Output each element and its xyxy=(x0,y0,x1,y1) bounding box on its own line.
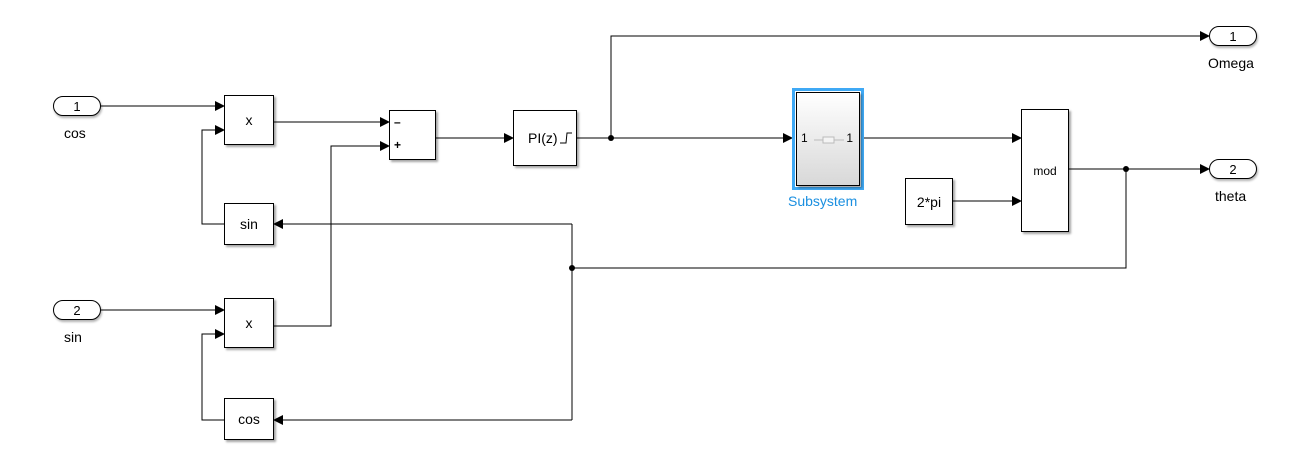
product-bottom-symbol: x xyxy=(245,315,253,331)
mod-label: mod xyxy=(1033,163,1057,178)
line-product-to-sum-plus xyxy=(274,141,390,327)
subsystem-selection-highlight xyxy=(792,88,864,190)
pi-controller-block[interactable]: PI(z) xyxy=(513,110,577,166)
subsystem-internal-icon xyxy=(814,136,844,144)
inport-1-number: 1 xyxy=(73,98,81,114)
inport-1-label: cos xyxy=(64,125,86,141)
sum-plus-sign: + xyxy=(394,138,402,152)
line-sinfn-to-product xyxy=(201,125,225,225)
product-top-symbol: x xyxy=(245,112,253,128)
branch-point-feedback xyxy=(569,265,575,271)
product-block-top[interactable]: x xyxy=(224,95,274,145)
mod-block[interactable]: mod xyxy=(1021,109,1069,232)
inport-2-number: 2 xyxy=(73,302,81,318)
product-block-bottom[interactable]: x xyxy=(224,298,274,348)
inport-2-label: sin xyxy=(64,329,82,345)
outport-2-label: theta xyxy=(1215,188,1247,204)
subsystem-block[interactable]: 1 1 xyxy=(796,92,860,186)
outport-2-number: 2 xyxy=(1229,161,1237,177)
branch-point-theta xyxy=(1123,166,1129,172)
cos-function-label: cos xyxy=(238,411,260,427)
cos-function-block[interactable]: cos xyxy=(224,398,274,440)
sin-function-label: sin xyxy=(240,216,258,232)
sin-function-block[interactable]: sin xyxy=(224,203,274,245)
saturation-icon xyxy=(559,132,572,144)
subsystem-out-port-label: 1 xyxy=(846,131,853,145)
inport-1-cos[interactable]: 1 xyxy=(53,96,101,116)
branch-point-omega xyxy=(608,135,614,141)
line-theta-feedback xyxy=(572,169,1127,269)
outport-1-omega[interactable]: 1 xyxy=(1209,26,1257,46)
line-cosfn-to-product xyxy=(201,329,225,421)
subsystem-name-label[interactable]: Subsystem xyxy=(788,193,858,209)
outport-2-theta[interactable]: 2 xyxy=(1209,159,1257,179)
inport-2-sin[interactable]: 2 xyxy=(53,300,101,320)
constant-block[interactable]: 2*pi xyxy=(905,178,953,225)
pi-controller-label: PI(z) xyxy=(528,130,558,146)
sum-block[interactable] xyxy=(389,110,436,160)
subsystem-in-port-label: 1 xyxy=(801,131,808,145)
outport-1-number: 1 xyxy=(1229,28,1237,44)
constant-value: 2*pi xyxy=(916,193,942,210)
outport-1-label: Omega xyxy=(1208,55,1254,71)
line-to-omega xyxy=(610,31,1210,138)
sum-minus-sign: – xyxy=(394,115,401,129)
